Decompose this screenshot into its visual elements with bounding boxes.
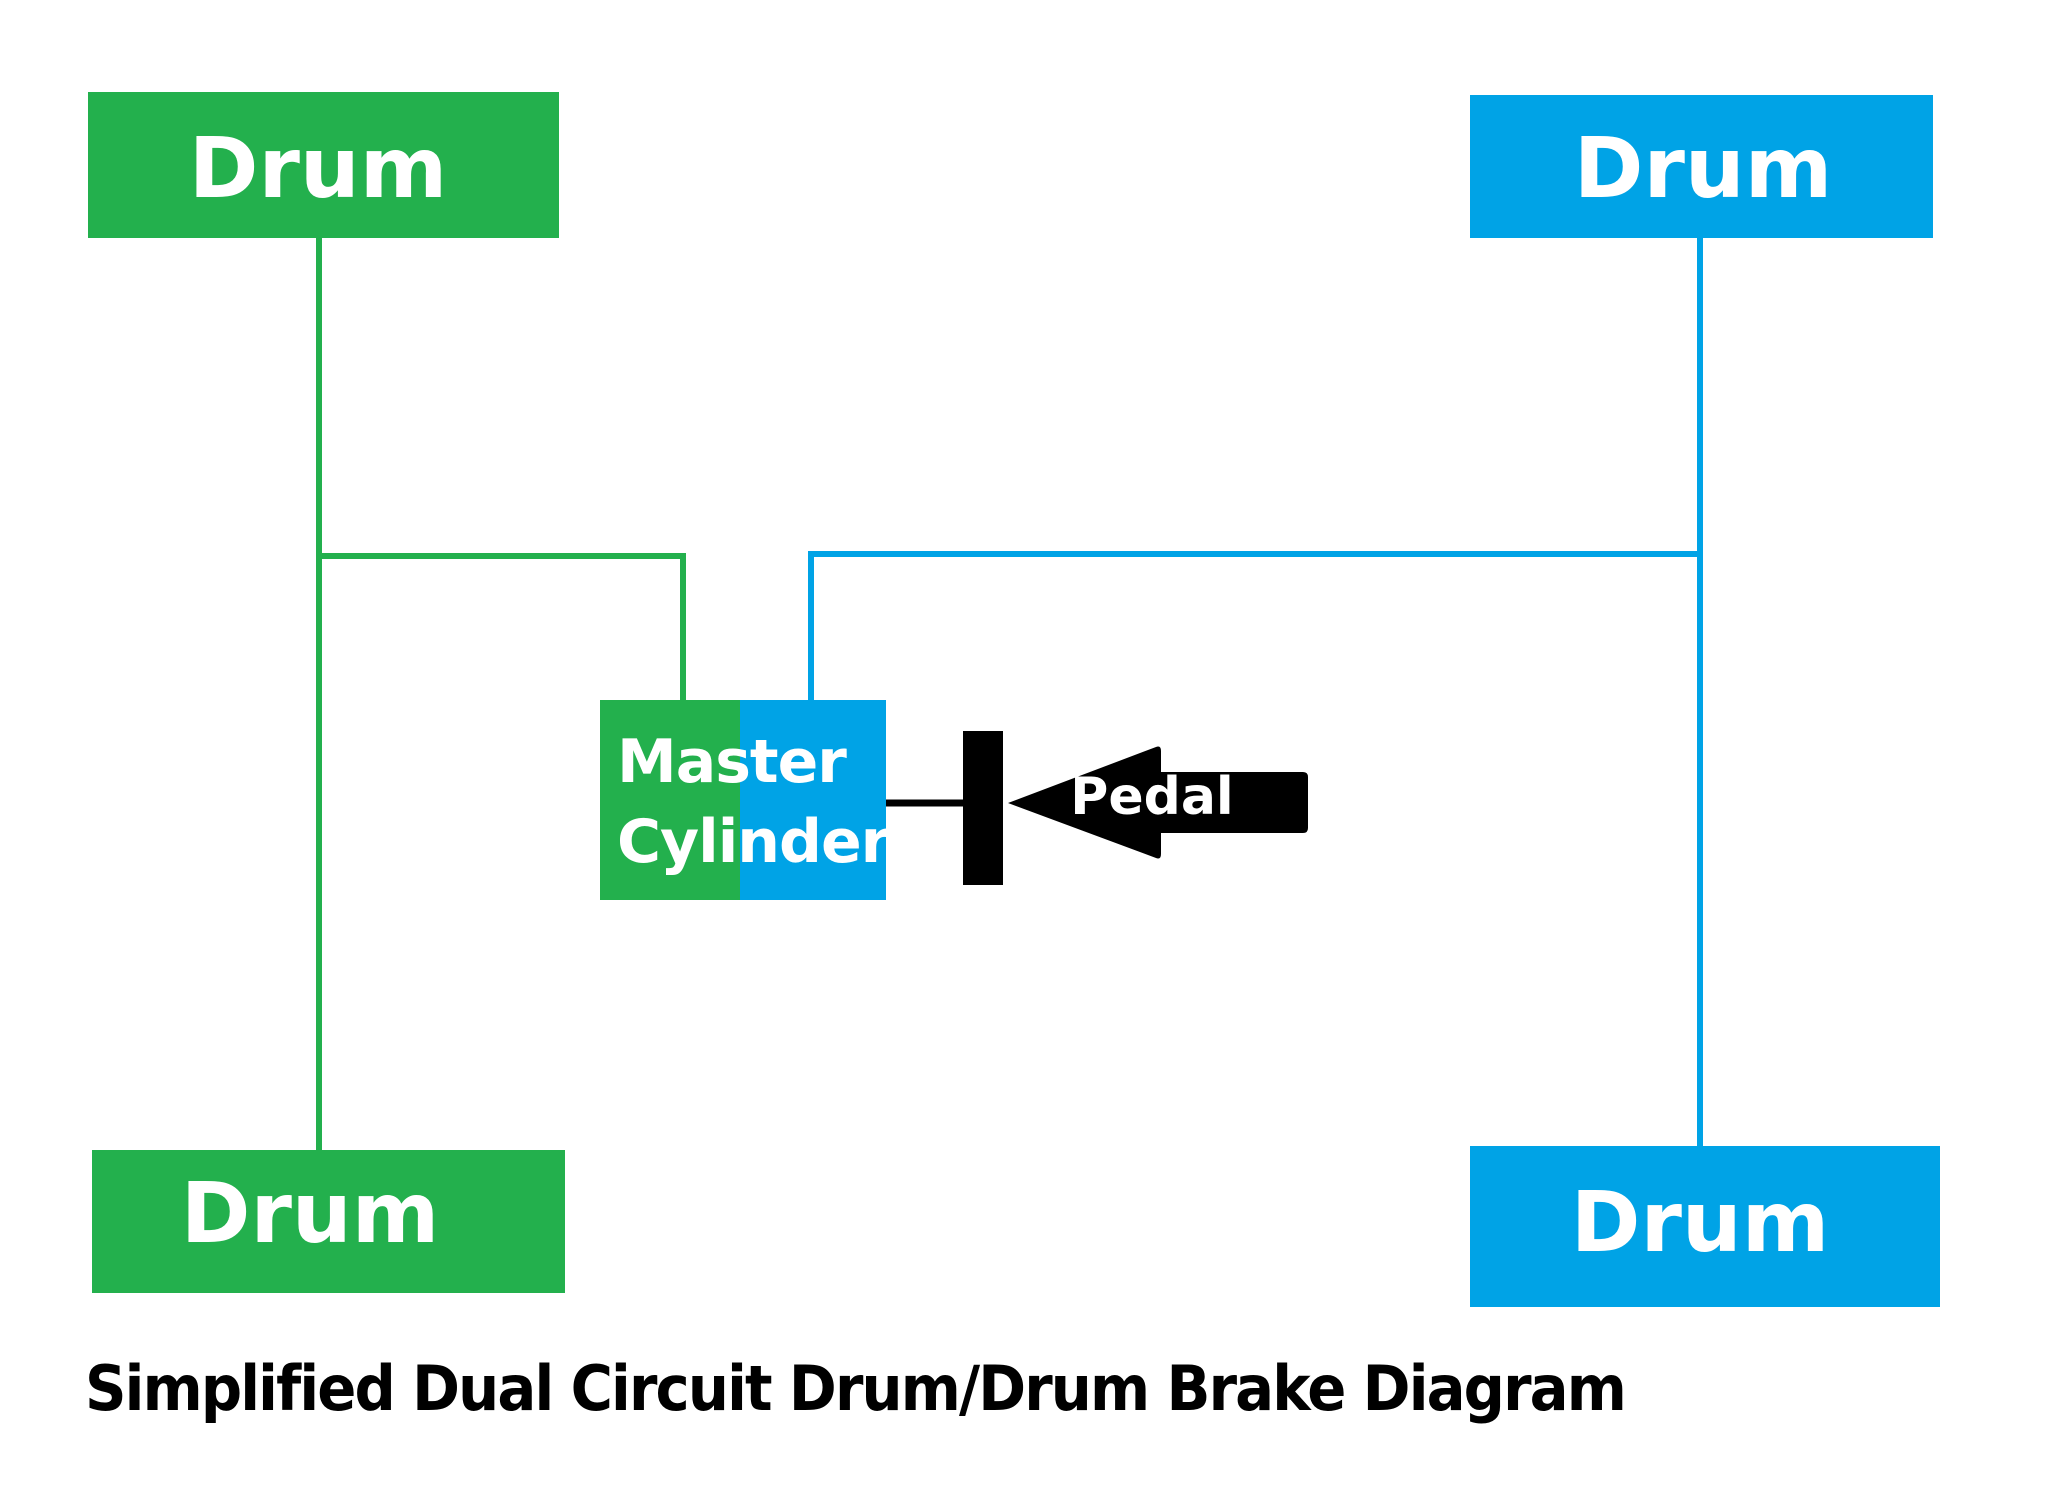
master-cylinder-label-line2: Cylinder xyxy=(617,807,891,877)
drum-label: Drum xyxy=(1574,119,1832,217)
drum-label: Drum xyxy=(1571,1173,1829,1271)
master-cylinder: Master Cylinder xyxy=(600,700,892,900)
circuit-b-lines xyxy=(808,236,1703,1148)
pedal-label: Pedal xyxy=(1070,767,1234,827)
master-cylinder-circuit-a-half xyxy=(600,700,741,900)
drum-label: Drum xyxy=(189,119,447,217)
drum-top-right: Drum xyxy=(1470,95,1933,238)
drum-bottom-right: Drum xyxy=(1470,1146,1940,1307)
pedal-assembly: Pedal xyxy=(886,731,1308,885)
master-cylinder-label-line1: Master xyxy=(617,727,847,797)
drum-bottom-left: Drum xyxy=(92,1150,565,1293)
drum-box xyxy=(88,92,559,238)
drum-label: Drum xyxy=(181,1164,439,1262)
circuit-a-lines xyxy=(316,236,686,1152)
master-cylinder-circuit-b-half xyxy=(740,700,886,900)
drum-top-left: Drum xyxy=(88,92,559,238)
pedal-plate xyxy=(963,731,1003,885)
drum-box xyxy=(1470,95,1933,238)
drum-box xyxy=(92,1150,565,1293)
pedal-arrow-icon xyxy=(1008,746,1308,859)
diagram-title: Simplified Dual Circuit Drum/Drum Brake … xyxy=(85,1352,1625,1425)
drum-box xyxy=(1470,1146,1940,1307)
